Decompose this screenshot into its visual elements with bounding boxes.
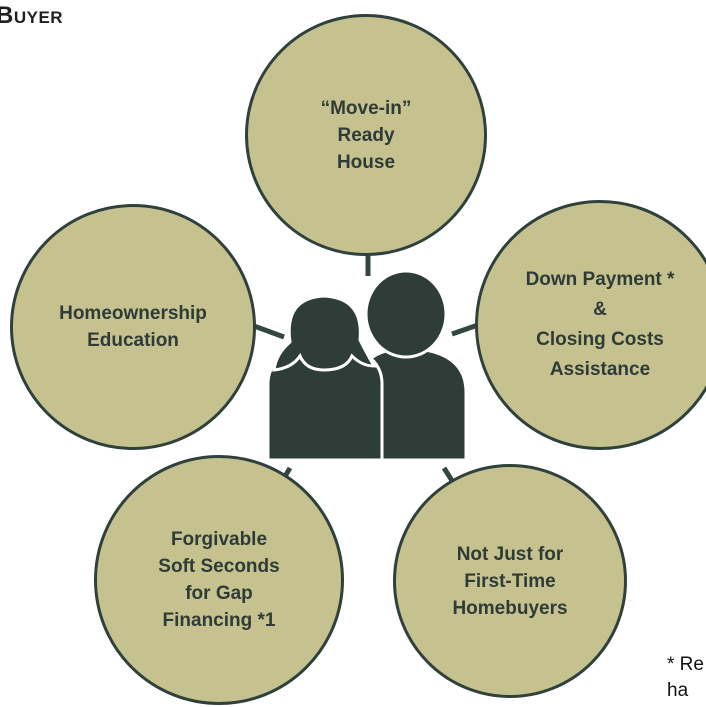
connector-right	[451, 322, 479, 337]
page-title: Buyer	[0, 2, 64, 29]
circle-homeownership-education: Homeownership Education	[10, 204, 256, 450]
circle-label: Not Just for First-Time Homebuyers	[452, 543, 568, 619]
circle-label: “Move-in” Ready House	[320, 97, 412, 173]
circle-label: Forgivable Soft Seconds for Gap Financin…	[158, 529, 280, 631]
couple-silhouette-icon	[266, 270, 468, 460]
circle-not-just-first-time: Not Just for First-Time Homebuyers	[393, 464, 627, 698]
connector-left	[253, 323, 285, 340]
footnote: * Re ha	[667, 654, 704, 701]
circle-label: Homeownership Education	[59, 303, 207, 351]
circle-forgivable-soft-seconds: Forgivable Soft Seconds for Gap Financin…	[94, 455, 344, 705]
circle-down-payment: Down Payment * & Closing Costs Assistanc…	[475, 200, 706, 450]
circle-label: Down Payment * & Closing Costs Assistanc…	[525, 269, 675, 380]
circle-move-in-ready: “Move-in” Ready House	[245, 14, 487, 256]
